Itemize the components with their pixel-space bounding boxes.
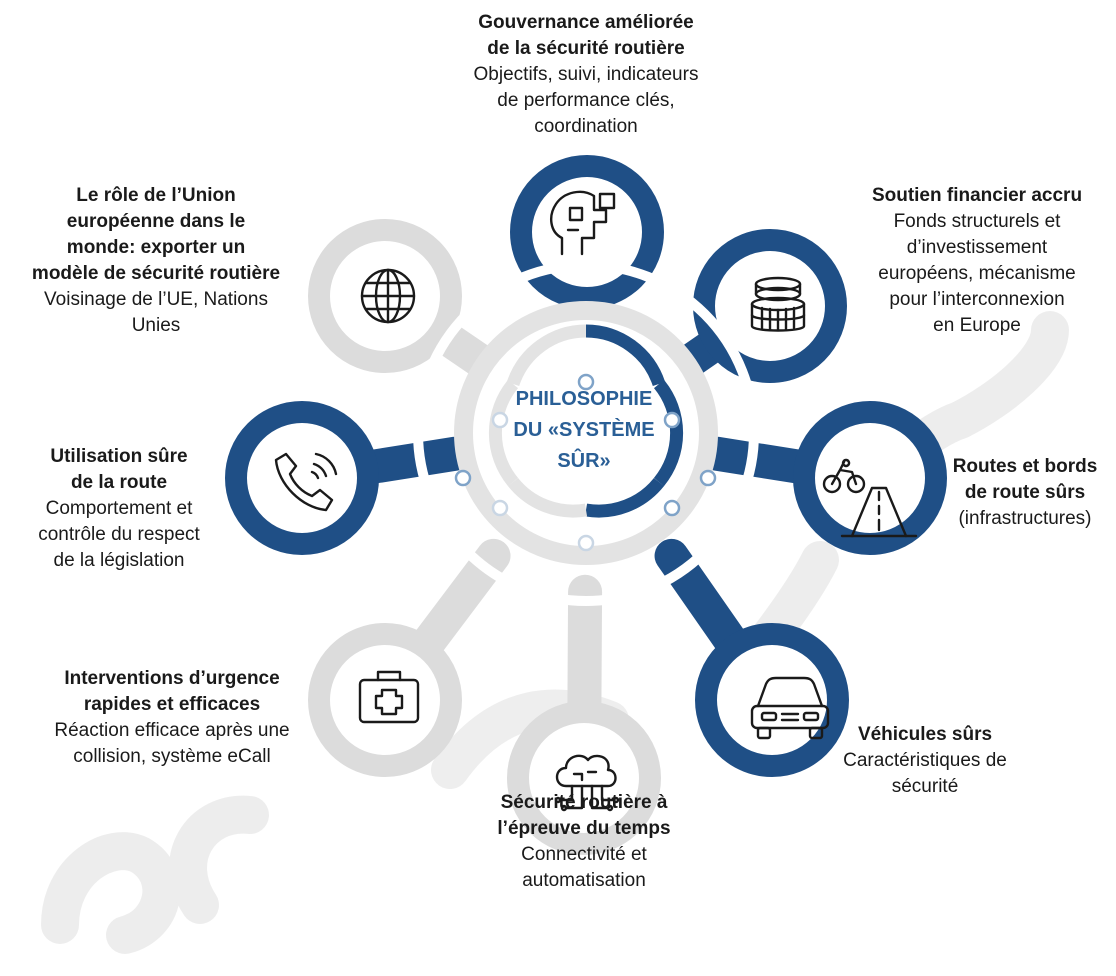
hub-dot-utilisation — [454, 469, 472, 487]
label-title-vehicules: Véhicules sûrs — [857, 724, 993, 745]
label-title-urgence: Interventions d’urgence — [64, 668, 280, 689]
label-desc-gouvernance: de performance clés, — [497, 90, 675, 111]
label-title-monde: Le rôle de l’Union — [76, 185, 236, 206]
label-desc-urgence: Réaction efficace après une — [54, 720, 290, 741]
label-desc-financier: Fonds structurels et — [893, 211, 1061, 232]
label-title-monde: européenne dans le — [66, 211, 246, 232]
label-desc-temps: automatisation — [522, 870, 646, 891]
label-title-routes: Routes et bords — [952, 456, 1098, 477]
label-desc-financier: pour l’interconnexion — [889, 289, 1065, 310]
label-desc-monde: Voisinage de l’UE, Nations — [44, 289, 268, 310]
label-desc-routes: (infrastructures) — [958, 508, 1092, 529]
node-ring-vehicules — [695, 623, 849, 777]
phone-icon — [274, 452, 338, 512]
label-title-utilisation: Utilisation sûre — [50, 446, 188, 467]
label-desc-financier: d’investissement — [906, 237, 1048, 258]
hub-dot-routes — [699, 469, 717, 487]
label-desc-monde: Unies — [131, 315, 181, 336]
label-desc-utilisation: contrôle du respect — [38, 524, 200, 545]
hub-dot-temps — [577, 534, 595, 552]
hub-dot-financier — [663, 411, 681, 429]
label-desc-utilisation: Comportement et — [45, 498, 193, 519]
inactive-branches — [308, 219, 661, 855]
label-title-urgence: rapides et efficaces — [83, 694, 261, 715]
label-desc-utilisation: de la législation — [53, 550, 185, 571]
hub-connector-dots — [454, 373, 717, 552]
hub-dot-monde — [491, 411, 509, 429]
car-icon — [750, 676, 830, 740]
label-desc-vehicules: Caractéristiques de — [843, 750, 1007, 771]
label-gouvernance: Gouvernance améliorée de la sécurité rout… — [428, 10, 744, 140]
label-desc-financier: en Europe — [933, 315, 1021, 336]
label-title-utilisation: de la route — [70, 472, 168, 493]
label-urgence: Interventions d’urgence rapides et effica… — [20, 666, 324, 770]
node-ring-utilisation — [225, 401, 379, 555]
hub-dot-gouvernance — [577, 373, 595, 391]
node-ring-urgence — [308, 623, 462, 777]
label-title-gouvernance: de la sécurité routière — [487, 38, 685, 59]
node-ring-financier — [693, 229, 847, 383]
label-title-temps: l’épreuve du temps — [497, 818, 671, 839]
node-ring-temps — [507, 701, 661, 855]
label-desc-temps: Connectivité et — [521, 844, 647, 865]
hub-line-2: DU «SYSTÈME — [513, 418, 654, 441]
hub-line-3: SÛR» — [557, 448, 610, 472]
head-puzzle-icon — [550, 190, 616, 256]
label-desc-financier: européens, mécanisme — [878, 263, 1076, 284]
label-monde: Le rôle de l’Union européenne dans le mond… — [8, 183, 304, 339]
label-title-monde: monde: exporter un — [66, 237, 246, 258]
label-routes: Routes et bords de route sûrs (infrastruct… — [936, 454, 1114, 532]
globe-icon — [360, 268, 416, 324]
hub-line-1: PHILOSOPHIE — [516, 388, 653, 410]
central-hub: PHILOSOPHIE DU «SYSTÈME SÛR» — [413, 260, 759, 606]
label-desc-gouvernance: Objectifs, suivi, indicateurs — [473, 64, 699, 85]
label-title-gouvernance: Gouvernance améliorée — [478, 12, 694, 33]
node-ring-gouvernance — [510, 155, 664, 309]
hub-dot-urgence — [491, 499, 509, 517]
cloud-circuit-icon — [554, 754, 620, 812]
label-title-monde: modèle de sécurité routière — [31, 263, 281, 284]
label-desc-vehicules: sécurité — [891, 776, 959, 797]
node-ring-routes — [793, 401, 947, 555]
hub-dot-vehicules — [663, 499, 681, 517]
label-desc-urgence: collision, système eCall — [73, 746, 271, 767]
road-cyclist-icon — [822, 458, 918, 538]
label-title-routes: de route sûrs — [964, 482, 1086, 503]
label-desc-gouvernance: coordination — [534, 116, 638, 137]
coins-icon — [750, 276, 806, 332]
label-title-financier: Soutien financier accru — [871, 185, 1083, 206]
label-title-temps: Sécurité routière à — [500, 792, 668, 813]
first-aid-kit-icon — [358, 670, 420, 724]
